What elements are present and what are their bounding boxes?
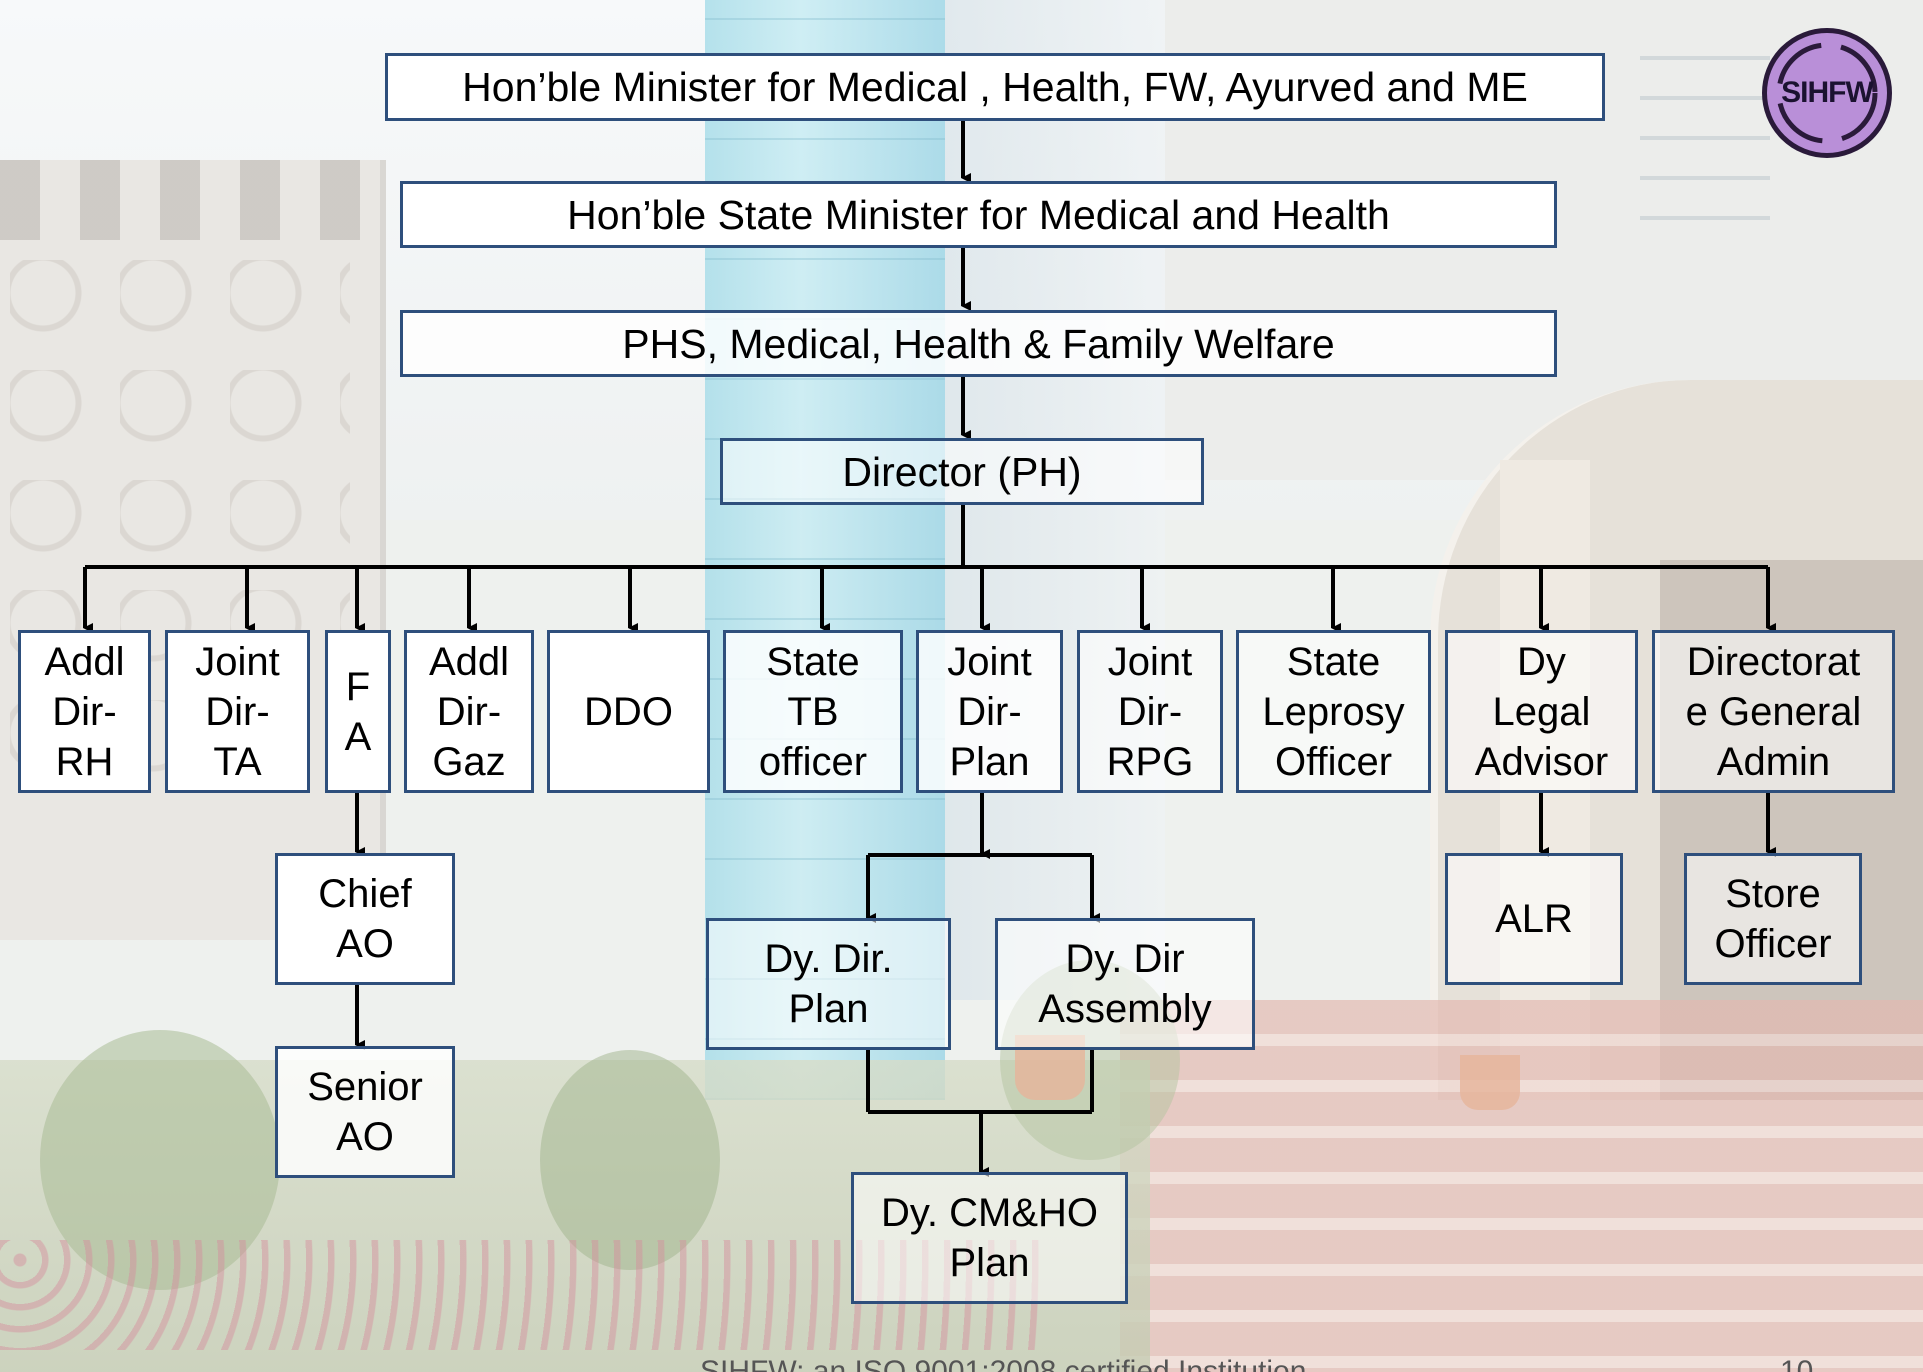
box-label-line: officer xyxy=(758,739,868,784)
box-dy-cmho-plan: Dy. CM&HO Plan xyxy=(851,1172,1128,1304)
box-label-line: AO xyxy=(336,1115,394,1159)
box-state-minister-label: Hon’ble State Minister for Medical and H… xyxy=(567,191,1390,238)
box-label-line: Dir- xyxy=(205,689,270,734)
box-label-line: Leprosy xyxy=(1262,689,1405,734)
logo-text: SIHFW xyxy=(1781,76,1874,109)
box-label-line: Dir- xyxy=(52,689,117,734)
box-label-line: Addl xyxy=(44,639,125,684)
box-label-line: DDO xyxy=(584,689,673,734)
box-label-line: Dy. Dir xyxy=(1065,937,1185,981)
box-label-line: TB xyxy=(787,689,839,734)
box-label-line: Chief xyxy=(318,872,412,916)
box-label-line: Joint xyxy=(195,639,280,684)
box-label-line: Directorat xyxy=(1686,639,1861,684)
box-label-line: Store xyxy=(1725,872,1821,916)
box-label-line: TA xyxy=(213,739,262,784)
box-label-line: Joint xyxy=(947,639,1032,684)
box-label-line: State xyxy=(766,639,860,684)
box-label-line: Dy xyxy=(1517,639,1566,684)
box-label-line: Gaz xyxy=(432,739,506,784)
box-director-ph: Director (PH) xyxy=(720,438,1204,505)
box-label-line: RH xyxy=(55,739,114,784)
box-label-line: AO xyxy=(336,922,394,966)
box-label-line: Advisor xyxy=(1474,739,1609,784)
footer-text: SIHFW: an ISO 9001:2008 certified Instit… xyxy=(700,1355,1307,1372)
box-label-line: F xyxy=(345,664,371,709)
box-state-minister: Hon’ble State Minister for Medical and H… xyxy=(400,181,1557,248)
box-label-line: Officer xyxy=(1274,739,1393,784)
box-label-line: Legal xyxy=(1492,689,1591,734)
box-dy-dir-plan: Dy. Dir. Plan xyxy=(706,918,951,1050)
box-label-line: Dir- xyxy=(957,689,1022,734)
box-label-line: Admin xyxy=(1716,739,1831,784)
box-label-line: Assembly xyxy=(1038,987,1212,1031)
logo-ring-icon xyxy=(1776,42,1878,144)
box-label-line: Addl xyxy=(428,639,510,684)
box-alr: ALR xyxy=(1445,853,1623,985)
box-label-line: A xyxy=(344,714,372,759)
box-label-line: Officer xyxy=(1714,922,1832,966)
box-label-line: ALR xyxy=(1495,897,1573,941)
box-label-line: Joint xyxy=(1107,639,1193,684)
box-label-line: Senior xyxy=(307,1065,423,1109)
sihfw-logo: SIHFW xyxy=(1762,28,1892,158)
box-minister: Hon’ble Minister for Medical , Health, F… xyxy=(385,53,1605,121)
box-label-line: e General xyxy=(1685,689,1862,734)
box-label-line: Dy. CM&HO xyxy=(880,1191,1099,1235)
box-label-line: State xyxy=(1286,639,1381,684)
box-ddo: DDO xyxy=(547,630,710,793)
box-phs-label: PHS, Medical, Health & Family Welfare xyxy=(622,320,1335,367)
box-label-line: Dir- xyxy=(436,689,502,734)
box-label-line: Dy. Dir. xyxy=(764,937,893,981)
box-label-line: Dir- xyxy=(1117,689,1183,734)
box-director-label: Director (PH) xyxy=(842,448,1082,495)
box-minister-label: Hon’ble Minister for Medical , Health, F… xyxy=(462,64,1528,110)
page-number: 10 xyxy=(1780,1355,1814,1372)
box-label-line: Plan xyxy=(788,987,869,1031)
box-label-line: Plan xyxy=(949,739,1030,784)
box-phs: PHS, Medical, Health & Family Welfare xyxy=(400,310,1557,377)
box-label-line: RPG xyxy=(1106,739,1194,784)
box-label-line: Plan xyxy=(949,1241,1030,1285)
